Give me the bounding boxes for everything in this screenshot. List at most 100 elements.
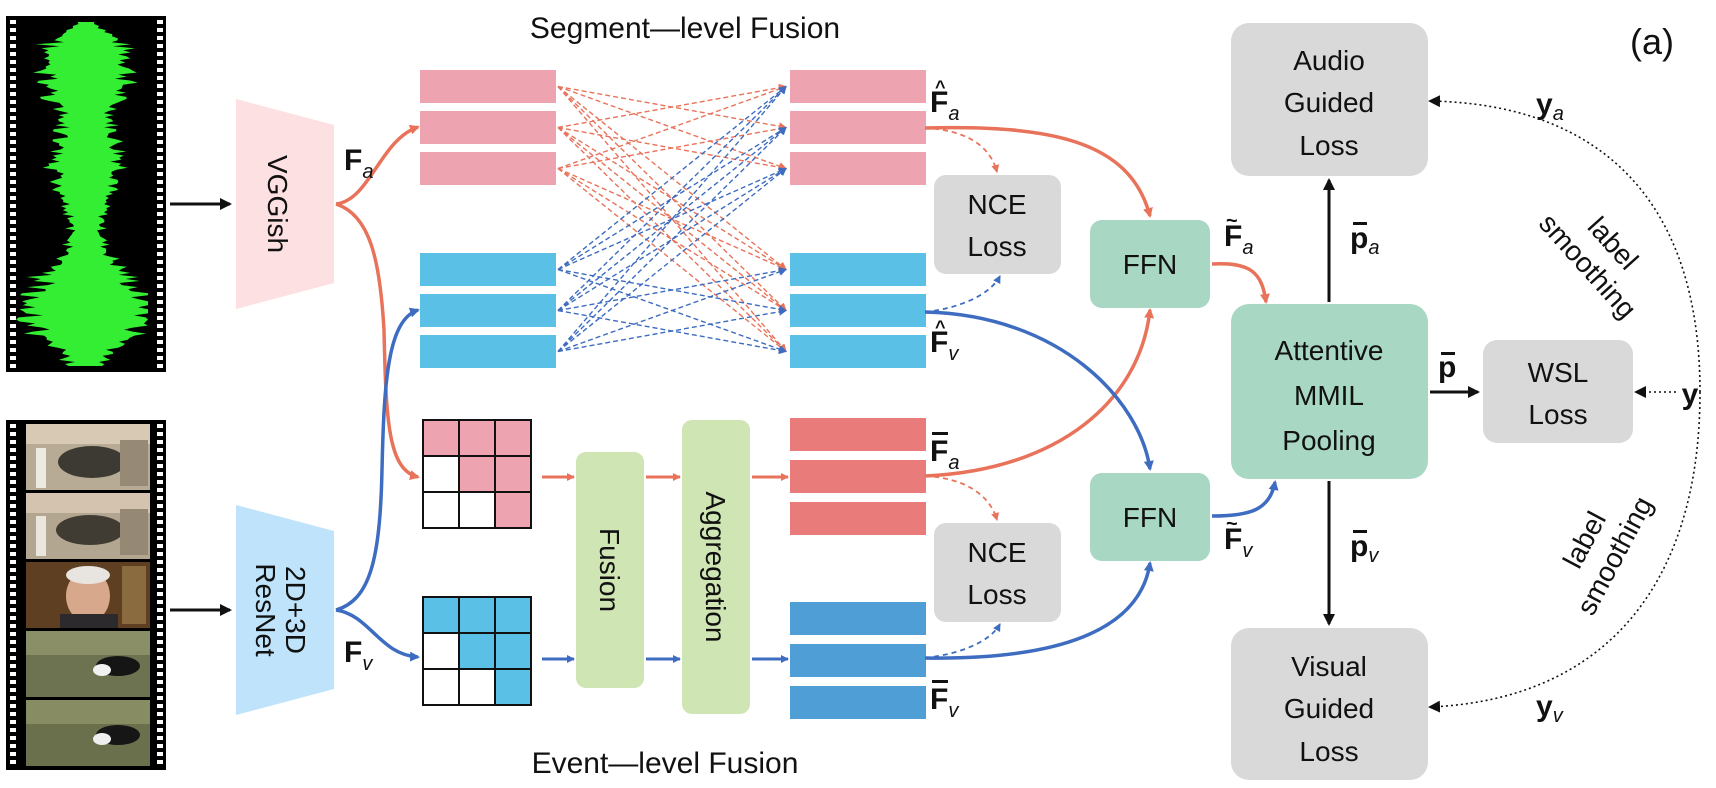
ffn-audio-label: FFN <box>1123 249 1177 280</box>
filmstrip-hole <box>157 696 163 700</box>
segment-visual-features-in <box>420 253 556 368</box>
filmstrip-hole <box>10 148 16 152</box>
feature-bar <box>790 460 926 493</box>
filmstrip-hole <box>10 220 16 224</box>
filmstrip-hole <box>157 544 163 548</box>
filmstrip-hole <box>10 624 16 628</box>
grid-cell <box>494 596 532 634</box>
filmstrip-hole <box>157 656 163 660</box>
feature-bar <box>420 111 556 144</box>
filmstrip-hole <box>10 568 16 572</box>
filmstrip-hole <box>157 140 163 144</box>
attention-line <box>557 126 787 312</box>
grid-cell <box>494 668 532 706</box>
audio-guided-loss-box <box>1231 23 1428 176</box>
resnet-label-2: ResNet <box>250 563 281 657</box>
attention-line <box>557 126 787 271</box>
pool-line2: MMIL <box>1294 380 1364 411</box>
filmstrip-hole <box>10 44 16 48</box>
svg-text:~: ~ <box>1226 210 1238 232</box>
filmstrip-holes <box>10 20 163 368</box>
attention-line <box>557 86 787 312</box>
filmstrip-hole <box>10 132 16 136</box>
attention-line <box>557 268 787 353</box>
filmstrip-hole <box>157 260 163 264</box>
y-label: y <box>1682 378 1699 411</box>
filmstrip-hole <box>157 68 163 72</box>
y-audio-label: ya <box>1536 88 1564 125</box>
filmstrip-hole <box>157 228 163 232</box>
filmstrip-hole <box>157 244 163 248</box>
cross-modal-attention-lines <box>557 83 787 355</box>
filmstrip-hole <box>157 60 163 64</box>
attention-line <box>557 85 787 170</box>
filmstrip-hole <box>10 456 16 460</box>
fv-to-event-arrow <box>335 608 420 662</box>
filmstrip-hole <box>10 308 16 312</box>
pool-line3: Pooling <box>1282 425 1375 456</box>
svg-text:^: ^ <box>935 77 946 97</box>
filmstrip-hole <box>10 664 16 668</box>
filmstrip-hole <box>10 84 16 88</box>
filmstrip-hole <box>10 20 16 24</box>
fv-bar-to-ffn-arrow <box>924 561 1154 660</box>
filmstrip-hole <box>10 340 16 344</box>
grid-cell <box>422 668 460 706</box>
svg-text:^: ^ <box>935 317 946 337</box>
vggish-label: VGGish <box>262 155 293 253</box>
fa-hat-label: ^ Fa <box>930 77 959 125</box>
filmstrip-hole <box>157 728 163 732</box>
attention-line <box>557 86 787 353</box>
feature-bar <box>420 294 556 327</box>
filmstrip-hole <box>157 52 163 56</box>
svg-text:ya: ya <box>1536 88 1564 125</box>
filmstrip-hole <box>157 608 163 612</box>
feature-bar <box>790 111 926 144</box>
ffn-audio-to-pool-arrow <box>1211 262 1270 304</box>
filmstrip-hole <box>10 68 16 72</box>
fa-bar-label: Fa <box>930 432 959 474</box>
filmstrip-hole <box>10 36 16 40</box>
fv-bar-label: Fv <box>930 680 959 722</box>
fv-bar-to-nce-arrow <box>924 623 1001 659</box>
filmstrip-hole <box>157 600 163 604</box>
fa-bar-to-nce-arrow <box>924 475 999 521</box>
label-smoothing-top: label smoothing <box>1533 208 1644 325</box>
filmstrip-hole <box>157 496 163 500</box>
filmstrip-hole <box>10 228 16 232</box>
video-frames-strip <box>6 420 166 770</box>
visual-guided-loss-box <box>1231 628 1428 780</box>
filmstrip-holes <box>10 424 163 764</box>
filmstrip-hole <box>10 284 16 288</box>
filmstrip-hole <box>157 752 163 756</box>
filmstrip-hole <box>10 324 16 328</box>
filmstrip-hole <box>10 348 16 352</box>
attention-line <box>557 126 787 352</box>
filmstrip-hole <box>157 284 163 288</box>
grid-cell <box>422 596 460 634</box>
p-mean-label: p <box>1438 351 1456 384</box>
feature-bar <box>790 335 926 368</box>
filmstrip-hole <box>10 448 16 452</box>
filmstrip-hole <box>157 760 163 764</box>
svg-text:pa: pa <box>1350 222 1379 259</box>
grid-cell <box>458 596 496 634</box>
svg-text:Fv: Fv <box>930 683 959 722</box>
filmstrip-hole <box>10 60 16 64</box>
filmstrip-hole <box>157 36 163 40</box>
fv-tilde-label: ~ Fv <box>1224 513 1253 562</box>
filmstrip-hole <box>10 728 16 732</box>
filmstrip-hole <box>10 736 16 740</box>
filmstrip-hole <box>157 180 163 184</box>
filmstrip-hole <box>157 188 163 192</box>
nce-top-line1: NCE <box>967 189 1026 220</box>
filmstrip-hole <box>10 512 16 516</box>
filmstrip-hole <box>157 488 163 492</box>
filmstrip-hole <box>10 760 16 764</box>
audio-event-grid <box>422 419 532 529</box>
attention-line <box>557 126 787 271</box>
grid-cell <box>422 491 460 529</box>
vgl-line3: Loss <box>1299 736 1358 767</box>
filmstrip-hole <box>157 308 163 312</box>
filmstrip-hole <box>10 116 16 120</box>
